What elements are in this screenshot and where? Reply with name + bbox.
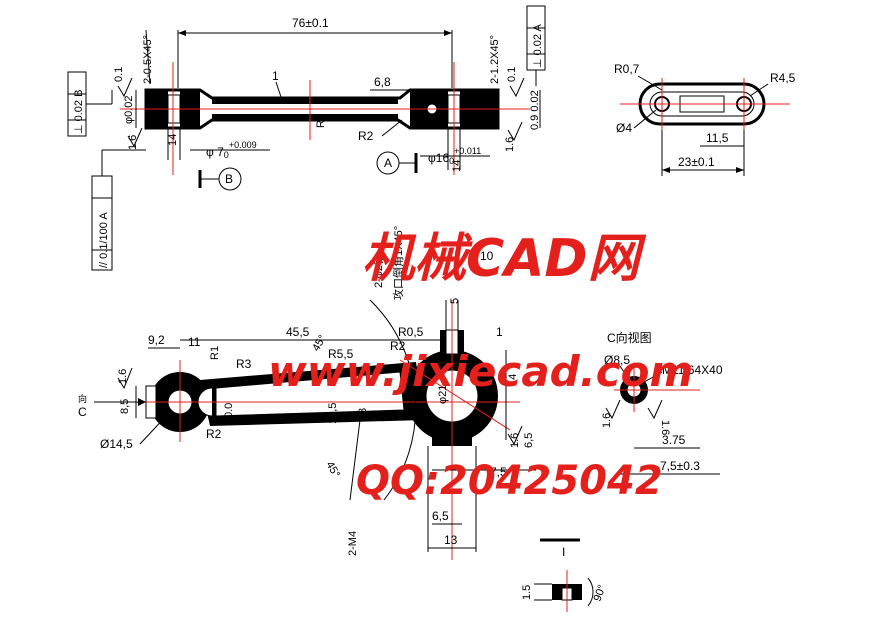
datum-b: B: [225, 172, 233, 186]
roughness-symbol-d: 0.1: [506, 67, 525, 98]
top-view: 76±0.1 2-0.5X45° 2-1.2X45° 0.1: [67, 5, 546, 271]
radius-r0-5: R0,5: [398, 325, 424, 339]
radius-r2a: R2: [390, 339, 406, 353]
roughness-symbol-e: 1.6: [117, 367, 133, 390]
dim-9-2: 9,2: [148, 333, 165, 347]
drill-note: 2-φ2钻: [371, 254, 385, 288]
radius-r3-top: R3: [315, 114, 327, 128]
detail-i-label: I: [562, 545, 565, 559]
radius-r5-5: R5,5: [328, 347, 354, 361]
dim-11-5: 11,5: [706, 131, 729, 145]
c-roughness-b: 1.6: [647, 399, 671, 435]
c-dim-7-5: 7,5±0.3: [660, 459, 700, 473]
c-dim-3-75: 3.75: [662, 433, 686, 447]
datum-a: A: [384, 156, 392, 170]
tol-frame-perp-left: ⊥ 0.02 B: [67, 71, 113, 137]
svg-text:1.6: 1.6: [509, 433, 521, 448]
dim-6-5: 6,5: [523, 433, 535, 448]
chamfer-left: 2-0.5X45°: [142, 35, 154, 84]
drill-note-2: 攻口倒角1X45°: [391, 226, 405, 300]
c-thread: M11/64X40: [662, 363, 723, 377]
radius-r3: R3: [236, 357, 252, 371]
dim-3: 3: [357, 408, 369, 414]
svg-text:1.6: 1.6: [504, 137, 516, 152]
c-view: C向视图 Ø8,5 M11/64X40 3.75 7,5±0.3 1.6 1.6: [601, 330, 723, 475]
dim-0-0: 0.0: [223, 403, 235, 418]
front-view: 9,2 11 45,5 R1 R3 R5,5 R2 R2 R0,5 8,5 14…: [78, 226, 536, 560]
dim-14-5: 14,5: [327, 403, 339, 424]
svg-text:⊥ 0.02 B: ⊥ 0.02 B: [73, 90, 85, 134]
dim-5: 5: [449, 298, 461, 304]
svg-text:1.6: 1.6: [659, 420, 671, 435]
watermark-line-3: QQ:20425042: [356, 458, 663, 504]
roughness-symbol-b: 1.6: [127, 127, 143, 150]
dim-8-5: 8,5: [119, 399, 131, 414]
dim-23: 23±0.1: [678, 155, 715, 169]
radius-4-5: R4,5: [770, 71, 796, 85]
dia-right: 0.9 0.02: [529, 90, 541, 130]
dim-1: 1: [496, 325, 503, 339]
chamfer-right: 2-1.2X45°: [489, 35, 501, 84]
watermark: 机械CAD网 www.jixiecad.com QQ:20425042: [268, 229, 693, 504]
svg-text:0.1: 0.1: [113, 67, 125, 82]
dia-4: Ø4: [616, 121, 632, 135]
overall-length-dim: 76±0.1: [292, 16, 329, 30]
dim-6-8: 6,8: [374, 75, 391, 89]
detail-angle: 90°: [592, 583, 609, 603]
tol-frame-parallel: // 0.1/100 A: [91, 149, 146, 271]
watermark-line-2: www.jixiecad.com: [268, 347, 693, 396]
watermark-line-1: 机械CAD网: [362, 229, 647, 289]
detail-i: I 1.5 90°: [521, 538, 609, 612]
radius-r2-top: R2: [358, 129, 374, 143]
detail-dim-1-5: 1.5: [521, 585, 533, 600]
c-view-title: C向视图: [607, 330, 652, 345]
dia-left: φ0.02: [123, 95, 135, 124]
view-c-marker: C: [78, 405, 87, 419]
dia-21: φ21: [437, 385, 449, 404]
c-dia-8-5: Ø8,5: [604, 353, 630, 367]
section-view: R0,7 R4,5 Ø4 11,5 23±0.1: [614, 62, 796, 176]
radius-r1: R1: [209, 346, 221, 360]
svg-text:1.6: 1.6: [601, 413, 613, 428]
svg-text:1.6: 1.6: [127, 135, 139, 150]
radius-0-7: R0,7: [614, 62, 640, 76]
svg-text:// 0.1/100 A: // 0.1/100 A: [98, 212, 110, 268]
dim-14: 14: [507, 374, 519, 386]
dim-45-5: 45,5: [286, 325, 310, 339]
svg-text:⊥ 0.02 A: ⊥ 0.02 A: [532, 24, 544, 68]
svg-text:1.6: 1.6: [117, 369, 129, 384]
dim-10: 10: [480, 249, 494, 263]
dia-14-5: Ø14,5: [100, 437, 133, 451]
svg-text:0.1: 0.1: [506, 67, 518, 82]
roughness-symbol-f: 1.6: [507, 425, 523, 448]
dim-13: 13: [444, 533, 458, 547]
tol-frame-perp-right: ⊥ 0.02 A: [526, 5, 546, 86]
dim-7-5: 7,5: [490, 465, 507, 479]
dim-6-5b: 6,5: [432, 509, 449, 523]
dim-11: 11: [188, 335, 201, 349]
roughness-symbol-a: 0.1: [113, 67, 133, 98]
tap-holes: 2-M4: [347, 531, 359, 556]
width-left: 14: [167, 134, 179, 146]
c-roughness-a: 1.6: [601, 399, 621, 428]
label-1: 1: [272, 69, 279, 83]
radius-r2b: R2: [206, 427, 222, 441]
angle-45b: 45°: [323, 460, 342, 480]
roughness-symbol-c: 1.6: [504, 121, 523, 152]
view-c-note: 向: [78, 393, 87, 404]
